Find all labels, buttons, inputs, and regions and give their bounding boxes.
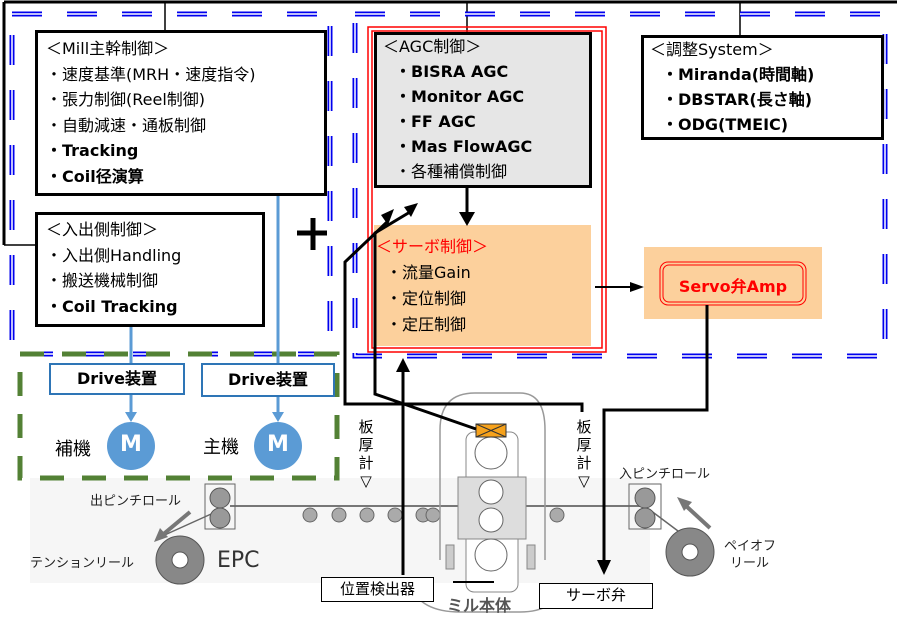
aux-motor-icon [107,422,155,470]
entry-pinch-roll-label: 入ピンチロール [619,467,711,482]
epc-label: EPC [217,548,260,573]
exit-gauge-arrowhead [381,209,394,225]
sensor-cross-2 [475,423,507,438]
entry-pinch-roll-bottom [634,507,656,529]
servo-region-inner-border [371,30,603,349]
mill-master-control-box: ＜Mill主幹制御＞ ・速度基準(MRH・速度指令) ・張力制御(Reel制御)… [35,30,327,196]
aux-motor-label: 補機 [55,439,91,460]
exit-arrowhead [154,528,168,542]
servo-control-item: ・定位制御 [386,289,467,308]
exit-pinch-roll-frame [204,483,236,530]
entry-pinch-roll-frame [628,483,662,530]
adjust-system-item: ・Miranda(時間軸) [662,65,815,84]
entry-exit-item: ・Coil Tracking [46,296,178,316]
tension-reel-core [171,551,189,569]
entry-exit-item: ・搬送機械制御 [46,271,159,290]
strip-to-tension-reel [157,509,221,539]
agc-item: ・各種補償制御 [395,162,508,181]
mill-background [30,478,650,583]
tension-reel-label: テンションリール [30,556,135,571]
exit-thickness-gauge-label: 板厚計▽ [358,418,374,490]
mill-master-item: ・自動減速・通板制御 [46,115,207,135]
backup-roll-top [474,436,508,470]
servo-to-amp-arrowhead [630,282,644,292]
mill-master-item: ・Tracking [46,141,139,160]
entry-pinch-roll-top [634,487,656,509]
servo-valve-arrowhead [597,560,611,575]
servo-control-title: ＜サーボ制御＞ [376,237,489,256]
backup-roll-bottom [474,538,508,572]
entry-thickness-gauge-label: 板厚計▽ [576,418,592,490]
drive-region-border [17,351,340,481]
mill-body-label: ミル本体 [447,596,512,615]
load-sensor-feedback-line [373,210,477,431]
entry-exit-control-box: ＜入出側制御＞ ・入出側Handling ・搬送機械制御 ・Coil Track… [35,212,265,327]
aux-drive-box: Drive装置 [49,363,185,395]
chock-right [526,544,536,570]
agc-control-box: ＜AGC制御＞ ・BISRA AGC ・Monitor AGC ・FF AGC … [374,32,592,188]
agc-title: ＜AGC制御＞ [383,37,482,56]
load-sensor-arrowhead [404,203,418,217]
mill-master-item: ・張力制御(Reel制御) [46,90,206,109]
exit-pinch-roll-bottom [209,507,231,529]
aux-drive-label: Drive装置 [77,369,157,388]
agc-item: ・Monitor AGC [395,87,525,106]
work-roll-bottom [478,507,504,533]
servo-amp-label: Servo弁Amp [678,277,788,296]
servo-control-item: ・定圧制御 [386,315,467,334]
main-motor-arrowhead [272,412,284,422]
entry-arrowhead [677,497,692,511]
adjust-system-item: ・DBSTAR(長さ軸) [662,90,813,109]
position-detector-label: 位置検出器 [339,580,415,598]
mill-master-title: ＜Mill主幹制御＞ [46,39,170,58]
agc-item: ・FF AGC [395,112,476,131]
exit-pinch-roll-label: 出ピンチロール [90,494,182,509]
exit-pinch-roll-top [209,487,231,509]
aux-motor-symbol: M [120,432,142,457]
work-roll-top [478,479,504,505]
adjust-system-item: ・ODG(TMEIC) [662,115,789,134]
servo-control-item: ・流量Gain [386,263,471,282]
payoff-reel-label-1: ペイオフ [724,539,777,554]
adjust-system-title: ＜調整System＞ [650,40,774,59]
payoff-reel-label-2: リール [730,556,770,571]
agc-item: ・Mas FlowAGC [395,137,533,156]
main-motor-label: 主機 [203,437,239,458]
entry-exit-title: ＜入出側制御＞ [46,220,159,239]
agc-item: ・BISRA AGC [395,62,509,81]
servo-valve-box: サーボ弁 [539,583,653,609]
mill-housing [439,392,546,560]
exit-gauge-feedback-line [343,220,584,412]
entry-exit-item: ・入出側Handling [46,245,182,265]
main-drive-label: Drive装置 [228,370,308,389]
payoff-reel-core [681,543,699,561]
agc-to-servo-arrowhead [459,212,475,226]
servo-amp-border-outer [659,261,807,306]
amp-to-servo-valve-line [602,305,709,565]
servo-control-block: ＜サーボ制御＞ ・流量Gain ・定位制御 ・定圧制御 [376,234,488,338]
adjust-system-box: ＜調整System＞ ・Miranda(時間軸) ・DBSTAR(長さ軸) ・O… [641,35,884,140]
servo-valve-label: サーボ弁 [565,586,626,604]
main-drive-box: Drive装置 [201,363,335,397]
servo-amp-border-inner [662,264,804,303]
servo-control-fill [374,225,591,346]
exit-direction-arrow [158,510,192,539]
aux-motor-arrowhead [125,412,137,422]
position-detector-arrowhead [396,358,410,372]
position-detector-box: 位置検出器 [321,577,434,602]
servo-amp-fill [644,247,822,319]
servo-region-outer-border [367,26,607,353]
mill-master-item: ・Coil径演算 [46,166,144,186]
main-motor-icon [254,422,302,470]
mill-master-item: ・速度基準(MRH・速度指令) [46,64,256,84]
entry-direction-arrow [683,503,712,530]
chock-left [445,544,455,570]
table-rolls [302,507,565,523]
main-motor-symbol: M [267,432,289,457]
